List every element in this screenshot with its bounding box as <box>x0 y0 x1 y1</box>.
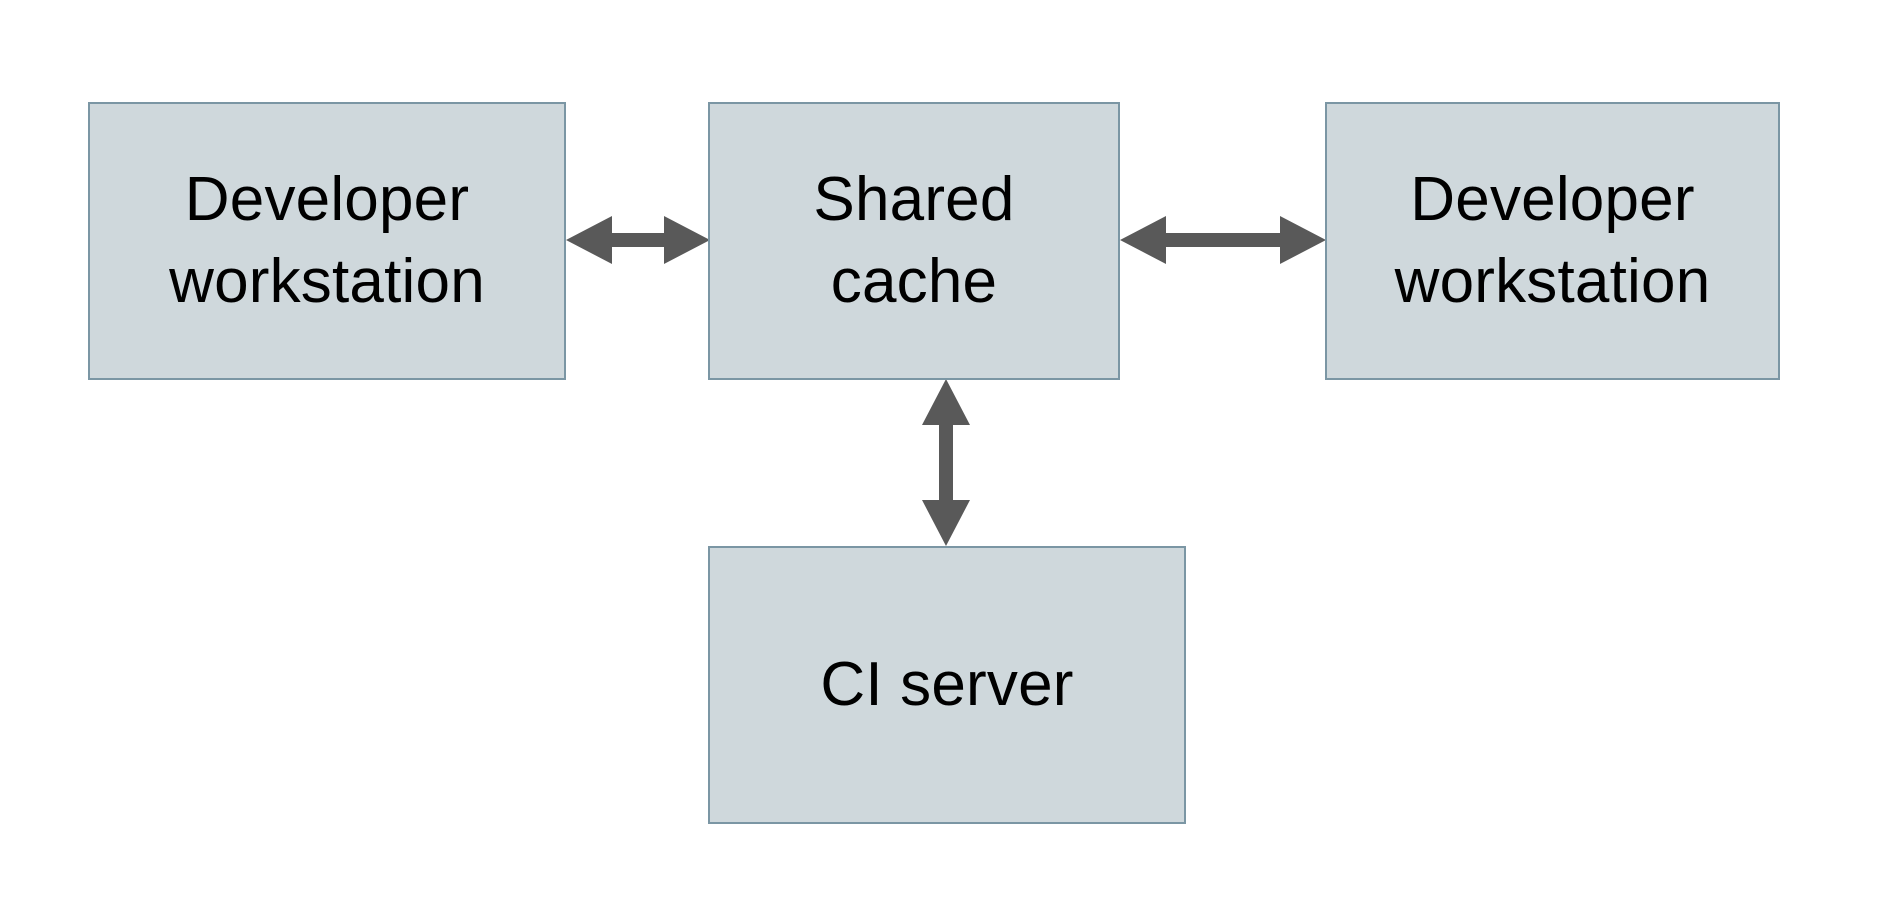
connector-dev-left-to-cache <box>566 216 710 264</box>
connector-cache-to-ci <box>922 379 970 546</box>
node-developer-workstation-right[interactable]: Developer workstation <box>1325 102 1780 380</box>
node-developer-workstation-left[interactable]: Developer workstation <box>88 102 566 380</box>
node-label: Developer workstation <box>169 165 485 316</box>
node-label: Developer workstation <box>1394 165 1711 316</box>
node-label: CI server <box>820 650 1074 720</box>
node-label: Shared cache <box>813 165 1015 316</box>
connector-cache-to-dev-right <box>1120 216 1326 264</box>
node-ci-server[interactable]: CI server <box>708 546 1186 824</box>
node-shared-cache[interactable]: Shared cache <box>708 102 1120 380</box>
